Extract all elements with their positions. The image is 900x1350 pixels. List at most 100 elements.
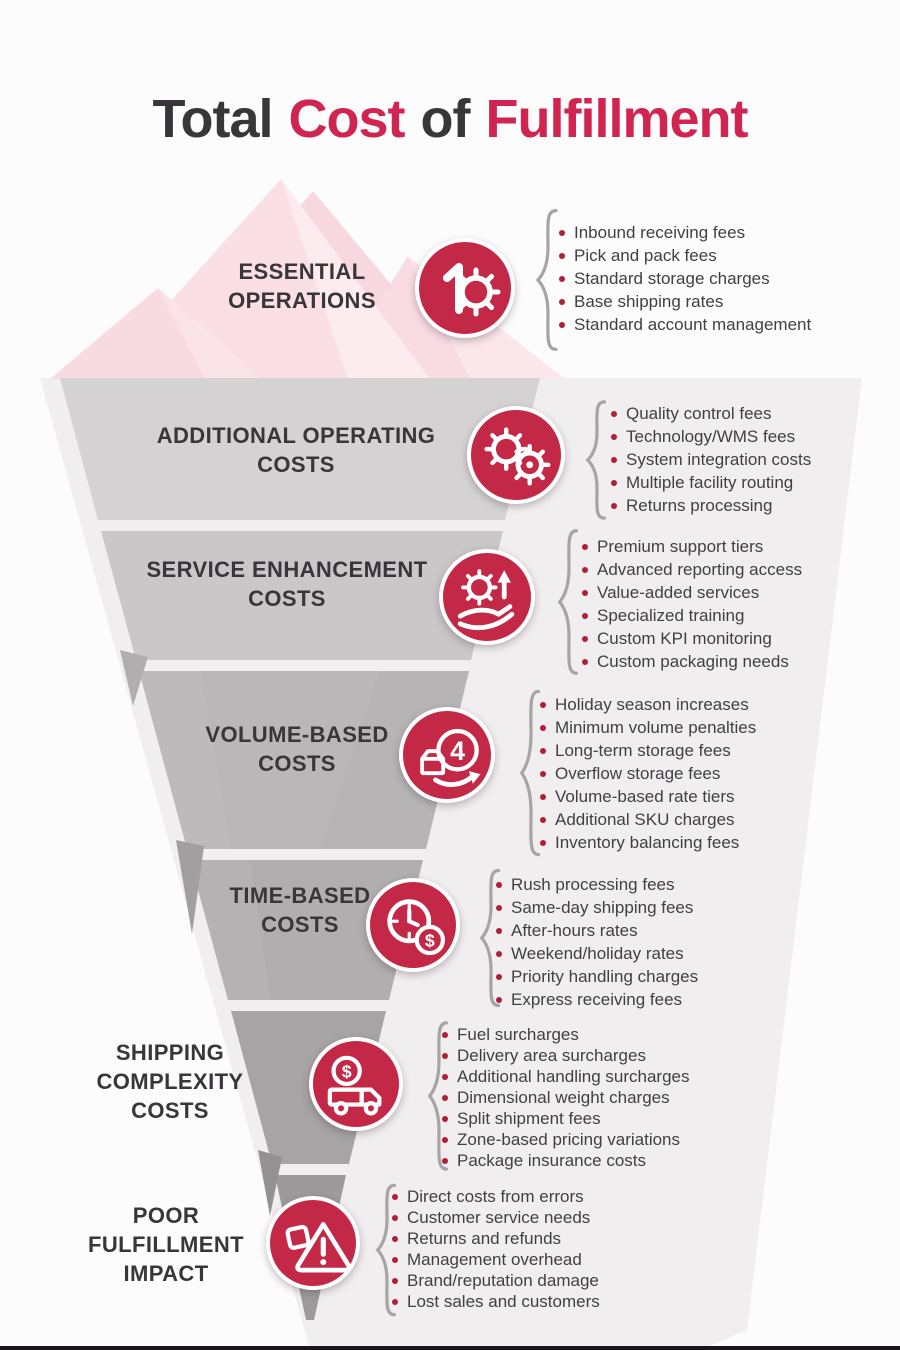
list-item: Direct costs from errors xyxy=(392,1186,600,1207)
brace xyxy=(584,398,610,522)
list-item: Lost sales and customers xyxy=(392,1291,600,1312)
list-item-text: Customer service needs xyxy=(407,1208,591,1227)
list-item: Additional handling surcharges xyxy=(442,1066,690,1087)
bullet-dot xyxy=(392,1257,398,1263)
list-item-text: Lost sales and customers xyxy=(407,1292,600,1311)
title-word: Cost xyxy=(288,89,406,150)
bullet-dot xyxy=(611,503,617,509)
list-item: Specialized training xyxy=(582,605,802,628)
list-item-text: Inventory balancing fees xyxy=(555,833,740,852)
bullet-dot xyxy=(442,1095,448,1101)
list-item: Multiple facility routing xyxy=(611,472,811,495)
section-title-shipping-complexity: SHIPPING COMPLEXITY COSTS xyxy=(96,1040,244,1123)
list-item: System integration costs xyxy=(611,449,811,472)
section-title-poor-fulfillment: POOR FULFILLMENT IMPACT xyxy=(88,1203,244,1286)
brace xyxy=(478,866,504,1010)
list-item: Volume-based rate tiers xyxy=(540,786,756,809)
bullet-dot xyxy=(582,659,588,665)
list-item: Same-day shipping fees xyxy=(496,897,698,920)
hand-gear-arrow-icon xyxy=(439,549,535,645)
bullet-dot xyxy=(442,1116,448,1122)
brace xyxy=(556,526,582,678)
list-item-text: Management overhead xyxy=(407,1250,582,1269)
list-item: Returns and refunds xyxy=(392,1228,600,1249)
clock-dollar-icon: $ xyxy=(366,878,460,972)
list-item-text: After-hours rates xyxy=(511,921,638,940)
list-item: Returns processing xyxy=(611,495,811,518)
section-title-time-based: TIME-BASED COSTS xyxy=(229,883,371,937)
list-item: Inbound receiving fees xyxy=(559,222,811,245)
list-item-text: Overflow storage fees xyxy=(555,764,721,783)
list-item: Premium support tiers xyxy=(582,536,802,559)
bullet-dot xyxy=(392,1278,398,1284)
title-word: Fulfillment xyxy=(485,89,748,150)
title-word: of xyxy=(420,89,471,150)
list-item-text: Custom packaging needs xyxy=(597,652,789,671)
bullet-dot xyxy=(540,840,546,846)
list-item: Rush processing fees xyxy=(496,874,698,897)
brace xyxy=(426,1018,452,1174)
iceberg-peaks xyxy=(50,179,565,379)
list-item-text: Priority handling charges xyxy=(511,967,699,986)
list-item: Standard storage charges xyxy=(559,268,811,291)
list-item-text: Express receiving fees xyxy=(511,990,683,1009)
list-item-text: Split shipment fees xyxy=(457,1109,601,1128)
bullet-dot xyxy=(442,1074,448,1080)
list-item-text: Same-day shipping fees xyxy=(511,898,694,917)
list-item: Custom KPI monitoring xyxy=(582,628,802,651)
double-gears-icon xyxy=(467,406,565,504)
list-item: Package insurance costs xyxy=(442,1150,690,1171)
list-item-text: Holiday season increases xyxy=(555,695,749,714)
list-item: Custom packaging needs xyxy=(582,651,802,674)
list-item-text: Dimensional weight charges xyxy=(457,1088,670,1107)
bullet-dot xyxy=(496,928,502,934)
list-item: Advanced reporting access xyxy=(582,559,802,582)
svg-text:$: $ xyxy=(342,1061,352,1081)
list-item: Holiday season increases xyxy=(540,694,756,717)
list-item-text: Additional SKU charges xyxy=(555,810,735,829)
list-item-text: Weekend/holiday rates xyxy=(511,944,684,963)
list-item-text: Value-added services xyxy=(597,583,760,602)
list-item: Additional SKU charges xyxy=(540,809,756,832)
bullet-dot xyxy=(540,794,546,800)
list-item: Overflow storage fees xyxy=(540,763,756,786)
boxes-cycle-icon: 4 xyxy=(399,707,495,803)
bullet-dot xyxy=(559,322,565,328)
list-item: After-hours rates xyxy=(496,920,698,943)
list-item: Customer service needs xyxy=(392,1207,600,1228)
list-item: Value-added services xyxy=(582,582,802,605)
list-item: Split shipment fees xyxy=(442,1108,690,1129)
bullet-dot xyxy=(611,457,617,463)
list-item: Base shipping rates xyxy=(559,291,811,314)
truck-dollar-icon: $ xyxy=(309,1037,403,1131)
bullet-dot xyxy=(496,951,502,957)
bullet-dot xyxy=(392,1194,398,1200)
list-item-text: Advanced reporting access xyxy=(597,560,803,579)
bullet-dot xyxy=(392,1236,398,1242)
list-item-text: Rush processing fees xyxy=(511,875,675,894)
title-word: Total xyxy=(152,89,274,150)
bullet-dot xyxy=(582,590,588,596)
funnel-bands xyxy=(60,378,540,1320)
list-item-text: Minimum volume penalties xyxy=(555,718,757,737)
list-item: Quality control fees xyxy=(611,403,811,426)
bullet-dot xyxy=(540,748,546,754)
list-item-text: Long-term storage fees xyxy=(555,741,731,760)
svg-text:$: $ xyxy=(425,931,435,951)
list-item-text: Volume-based rate tiers xyxy=(555,787,735,806)
bullet-dot xyxy=(582,613,588,619)
bullet-dot xyxy=(540,725,546,731)
bullet-dot xyxy=(392,1215,398,1221)
bullet-dot xyxy=(559,276,565,282)
bullet-dot xyxy=(392,1299,398,1305)
list-item-text: Custom KPI monitoring xyxy=(597,629,772,648)
list-item: Dimensional weight charges xyxy=(442,1087,690,1108)
bullet-dot xyxy=(496,905,502,911)
list-item: Delivery area surcharges xyxy=(442,1045,690,1066)
section-title-essential-operations: ESSENTIAL OPERATIONS xyxy=(228,259,376,313)
